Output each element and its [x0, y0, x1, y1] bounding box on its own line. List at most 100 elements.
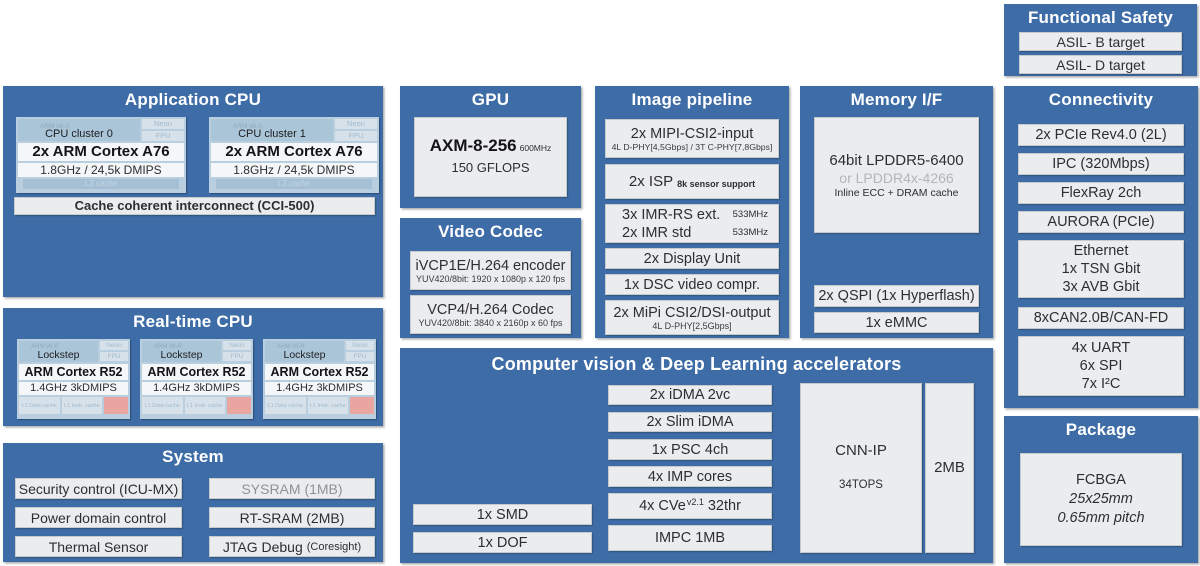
r52-core-label: ARM Cortex R52	[19, 364, 128, 380]
psc-item: 1x PSC 4ch	[608, 439, 772, 460]
l3-cache-bar: L3 cache	[23, 179, 179, 189]
dram-line1: 64bit LPDDR5-6400	[829, 151, 964, 169]
slim-idma-item: 2x Slim iDMA	[608, 412, 772, 432]
neon-unit: Neon	[335, 119, 377, 129]
fpu-unit: FPU	[346, 352, 374, 361]
cluster-core-label: 2x ARM Cortex A76	[18, 143, 184, 161]
r52-core-2: ARM v8-R Lockstep Neon FPU ARM Cortex R5…	[263, 339, 376, 419]
r52-core-1: ARM v8-R Lockstep Neon FPU ARM Cortex R5…	[140, 339, 253, 419]
gpu-chip-label: AXM-8-256	[429, 136, 517, 155]
cluster-header: ARM v8-A CPU cluster 0 Neon FPU	[18, 119, 184, 141]
dsc-item: 1x DSC video compr.	[605, 274, 779, 295]
image-pipeline-title: Image pipeline	[631, 90, 753, 109]
ethernet-item: Ethernet 1x TSN Gbit 3x AVB Gbit	[1018, 240, 1184, 298]
dram-spec-box: 64bit LPDDR5-6400 or LPDDR4x-4266 Inline…	[814, 117, 979, 233]
codec-spec: YUV420/8bit: 3840 x 2160p x 60 fps	[418, 317, 563, 328]
l1-instr-cache: L1 Instr. cache	[184, 397, 225, 414]
arm-watermark: ARM v8-R	[154, 344, 182, 350]
cnn-ip-label: CNN-IP	[835, 442, 887, 459]
ethernet-line-2: 1x TSN Gbit	[1061, 261, 1141, 277]
sysram-item: SYSRAM (1MB)	[209, 478, 375, 499]
spi-line: 6x SPI	[1079, 358, 1123, 374]
cluster-name: CPU cluster 1	[238, 128, 306, 140]
cv-accelerators-title: Computer vision & Deep Learning accelera…	[491, 354, 902, 374]
codec-item: VCP4/H.264 Codec YUV420/8bit: 3840 x 216…	[410, 295, 571, 334]
ethernet-line-1: Ethernet	[1073, 243, 1129, 259]
display-unit-item: 2x Display Unit	[605, 248, 779, 269]
panel-image-pipeline: Image pipeline 2x MIPI-CSI2-input 4L D-P…	[595, 86, 789, 338]
cpu-cluster-1: ARM v8-A CPU cluster 1 Neon FPU 2x ARM C…	[209, 117, 379, 193]
imr-line-1: 3x IMR-RS ext. 533MHz	[606, 206, 778, 224]
cluster-label-strip: ARM v8-A CPU cluster 0	[18, 119, 140, 141]
cluster-spec-label: 1.8GHz / 24,5k DMIPS	[18, 163, 184, 177]
panel-connectivity: Connectivity 2x PCIe Rev4.0 (2L) IPC (32…	[1004, 86, 1198, 408]
arm-watermark: ARM v8-R	[277, 344, 305, 350]
fpu-unit: FPU	[223, 352, 251, 361]
l1-instr-cache: L1 Instr. cache	[61, 397, 102, 414]
lockstep-indicator	[227, 397, 251, 414]
neon-unit: Neon	[346, 341, 374, 350]
neon-unit: Neon	[100, 341, 128, 350]
neon-unit: Neon	[142, 119, 184, 129]
cve-prefix: 4x CVe	[639, 498, 686, 514]
cve-item: 4x CVe v2.1 32thr	[608, 493, 772, 519]
connectivity-title: Connectivity	[1048, 90, 1154, 109]
panel-memory-if: Memory I/F 64bit LPDDR5-6400 or LPDDR4x-…	[800, 86, 993, 338]
cluster-core-label: 2x ARM Cortex A76	[211, 143, 377, 161]
lockstep-label: Lockstep	[160, 349, 203, 361]
gpu-flops-label: 150 GFLOPS	[451, 160, 530, 175]
i2c-line: 7x I²C	[1081, 376, 1121, 392]
idma-item: 2x iDMA 2vc	[608, 385, 772, 405]
security-control-item: Security control (ICU-MX)	[15, 478, 182, 499]
l1-data-cache: L1 Data cache	[265, 397, 306, 414]
jtag-debug-item: JTAG Debug (Coresight)	[209, 536, 375, 557]
realtime-cpu-title: Real-time CPU	[133, 312, 253, 331]
aurora-item: AURORA (PCIe)	[1018, 211, 1184, 233]
imp-cores-item: 4x IMP cores	[608, 466, 772, 487]
lockstep-indicator	[104, 397, 128, 414]
gpu-freq-label: 600MHz	[519, 143, 552, 153]
r52-spec-label: 1.4GHz 3kDMIPS	[142, 382, 251, 395]
r52-cache-row: L1 Data cache L1 Instr. cache	[265, 397, 374, 414]
panel-realtime-cpu: Real-time CPU ARM v8-R Lockstep Neon FPU…	[3, 308, 383, 426]
fpu-unit: FPU	[100, 352, 128, 361]
panel-package: Package FCBGA 25x25mm 0.65mm pitch	[1004, 416, 1198, 563]
lockstep-indicator	[350, 397, 374, 414]
fpu-unit: FPU	[335, 131, 377, 141]
system-title: System	[162, 447, 224, 466]
thermal-sensor-item: Thermal Sensor	[15, 536, 182, 557]
package-pitch: 0.65mm pitch	[1057, 510, 1145, 526]
package-title: Package	[1065, 420, 1137, 439]
r52-label-strip: ARM v8-R Lockstep	[265, 341, 344, 362]
package-size: 25x25mm	[1069, 491, 1133, 507]
r52-side-units: Neon FPU	[100, 341, 128, 362]
isp-item: 2x ISP 8k sensor support	[605, 164, 779, 199]
qspi-item: 2x QSPI (1x Hyperflash)	[814, 285, 979, 307]
dof-item: 1x DOF	[413, 532, 592, 553]
rtsram-item: RT-SRAM (2MB)	[209, 507, 375, 528]
fpu-unit: FPU	[142, 131, 184, 141]
r52-label-strip: ARM v8-R Lockstep	[19, 341, 98, 362]
lockstep-label: Lockstep	[37, 349, 80, 361]
r52-core-label: ARM Cortex R52	[265, 364, 374, 380]
isp-small-label: 8k sensor support	[677, 178, 756, 189]
cnn-ip-box: CNN-IP 34TOPS	[800, 383, 922, 553]
cnn-ip-perf: 34TOPS	[839, 479, 883, 491]
r52-spec-label: 1.4GHz 3kDMIPS	[265, 382, 374, 395]
panel-application-cpu: Application CPU ARM v8-A CPU cluster 0 N…	[3, 86, 383, 297]
csi2-dsi-output-item: 2x MiPi CSI2/DSI-output 4L D-PHY[2,5Gbps…	[605, 300, 779, 335]
arm-watermark: ARM v8-A	[40, 123, 70, 130]
r52-side-units: Neon FPU	[223, 341, 251, 362]
ipc-item: IPC (320Mbps)	[1018, 153, 1184, 175]
csi-in-main: 2x MIPI-CSI2-input	[630, 125, 754, 142]
imr-std-freq: 533MHz	[732, 226, 768, 238]
cpu-cluster-0: ARM v8-A CPU cluster 0 Neon FPU 2x ARM C…	[16, 117, 186, 193]
l1-instr-cache: L1 Instr. cache	[307, 397, 348, 414]
dram-line3: Inline ECC + DRAM cache	[834, 186, 959, 199]
imr-line-2: 2x IMR std 533MHz	[606, 224, 778, 242]
panel-functional-safety: Functional Safety ASIL- B target ASIL- D…	[1004, 4, 1197, 76]
r52-label-strip: ARM v8-R Lockstep	[142, 341, 221, 362]
